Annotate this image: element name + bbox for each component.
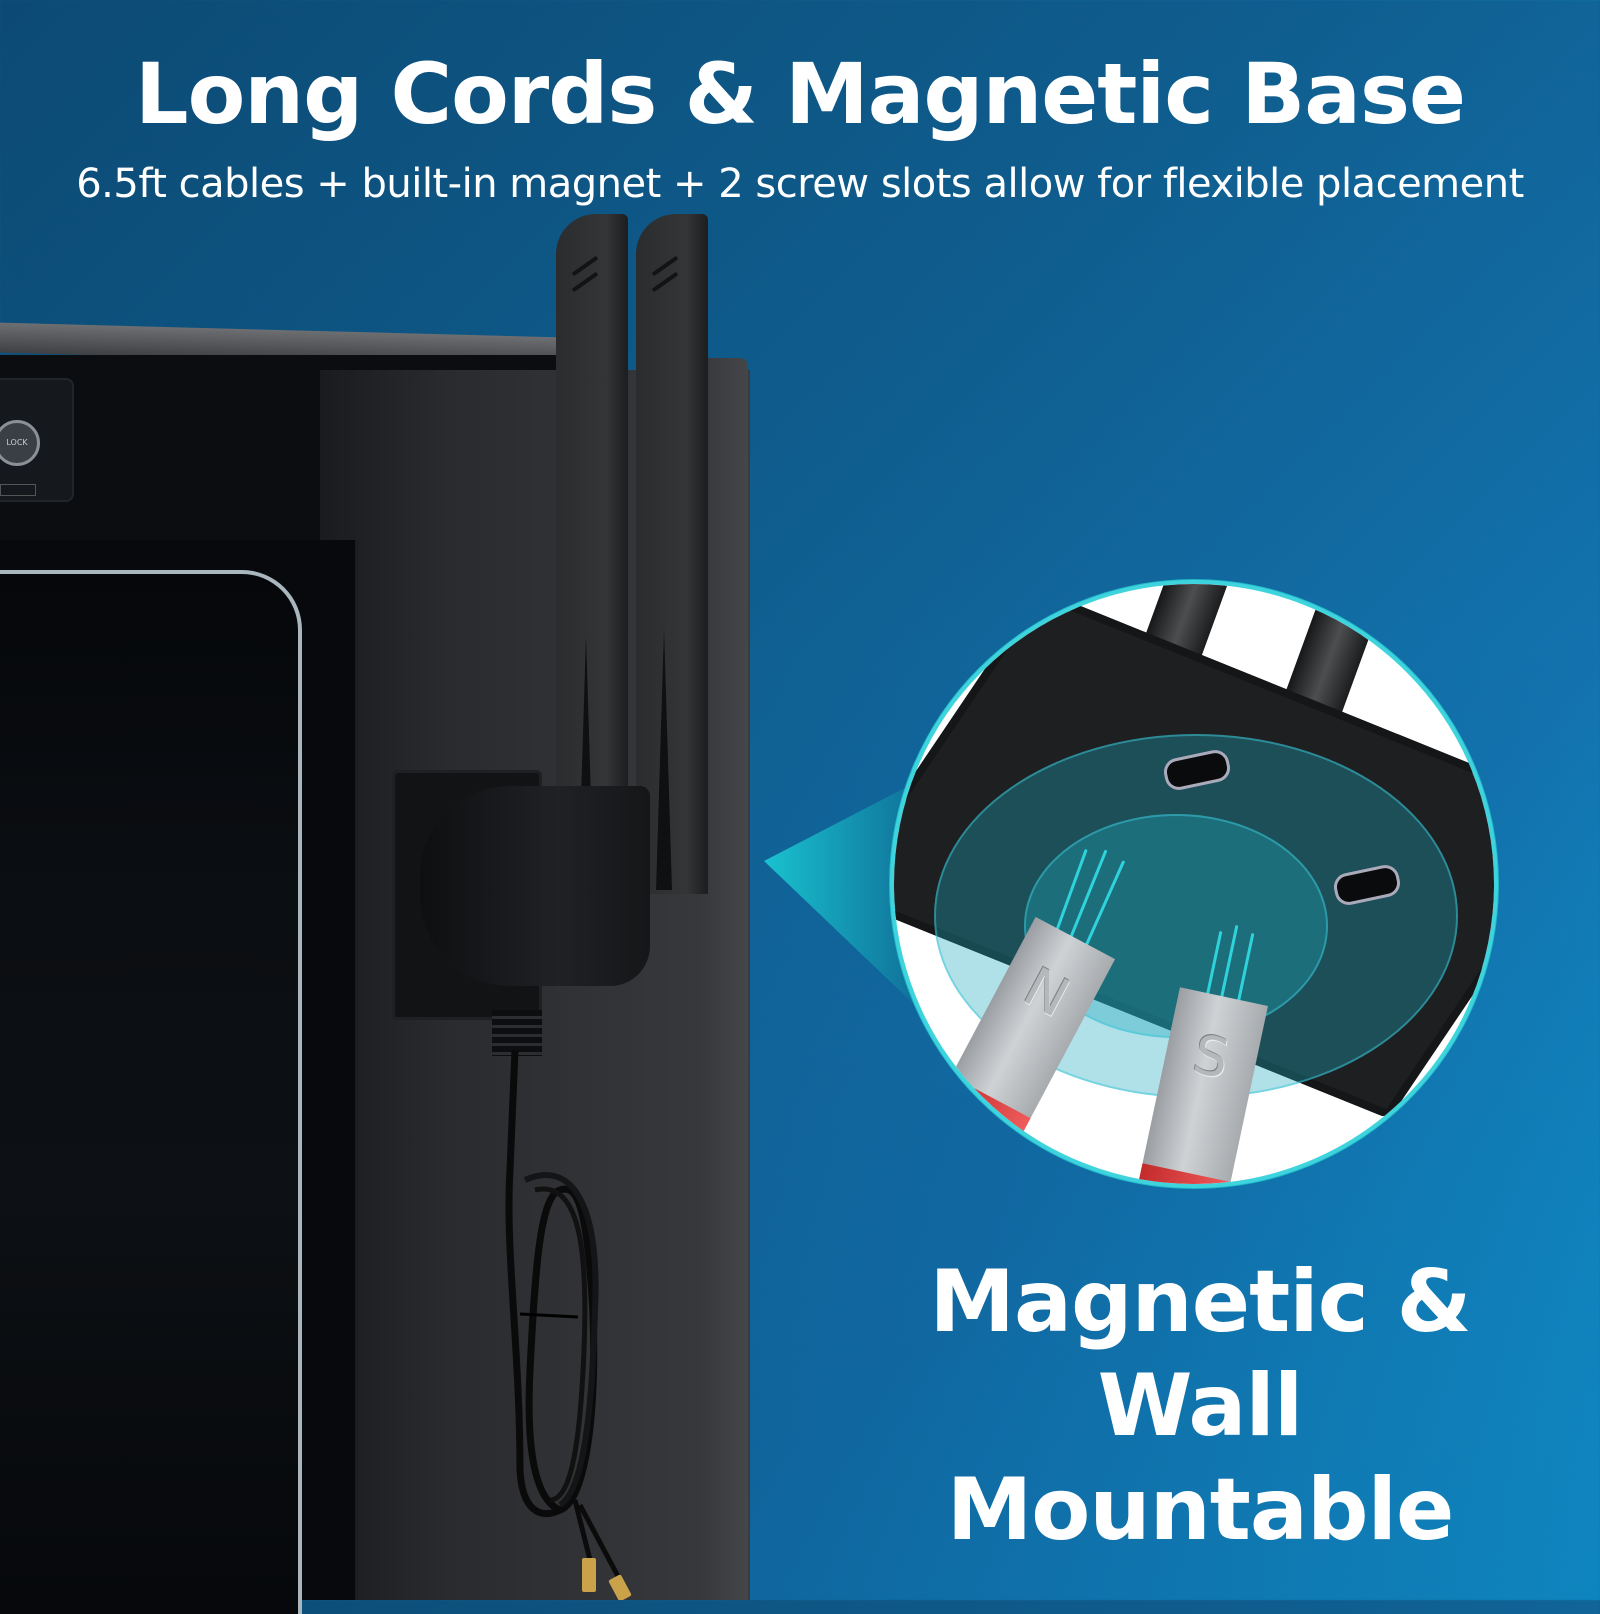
safe-lock-button: LOCK bbox=[0, 420, 40, 466]
page-title: Long Cords & Magnetic Base bbox=[135, 45, 1466, 143]
safe-side-edge bbox=[700, 358, 748, 1600]
sma-connector-icon bbox=[608, 1574, 632, 1600]
antenna-spike-right bbox=[656, 630, 672, 890]
feature-line-2: Wall Mountable bbox=[946, 1356, 1455, 1560]
feature-heading: Magnetic & Wall Mountable bbox=[880, 1250, 1520, 1562]
magnet-detail-callout: N S bbox=[890, 580, 1498, 1188]
magnetic-mount-body bbox=[420, 786, 650, 986]
feature-line-1: Magnetic & bbox=[929, 1252, 1471, 1352]
safe-panel-label bbox=[0, 484, 36, 496]
cable-strain-relief bbox=[492, 1010, 542, 1056]
south-pole-label: S bbox=[1187, 1022, 1235, 1092]
antenna-right bbox=[636, 214, 708, 894]
sma-connector-icon bbox=[582, 1558, 596, 1592]
page-subtitle: 6.5ft cables + built-in magnet + 2 screw… bbox=[76, 161, 1524, 207]
coiled-cable bbox=[505, 1050, 632, 1600]
safe-window bbox=[0, 570, 302, 1614]
